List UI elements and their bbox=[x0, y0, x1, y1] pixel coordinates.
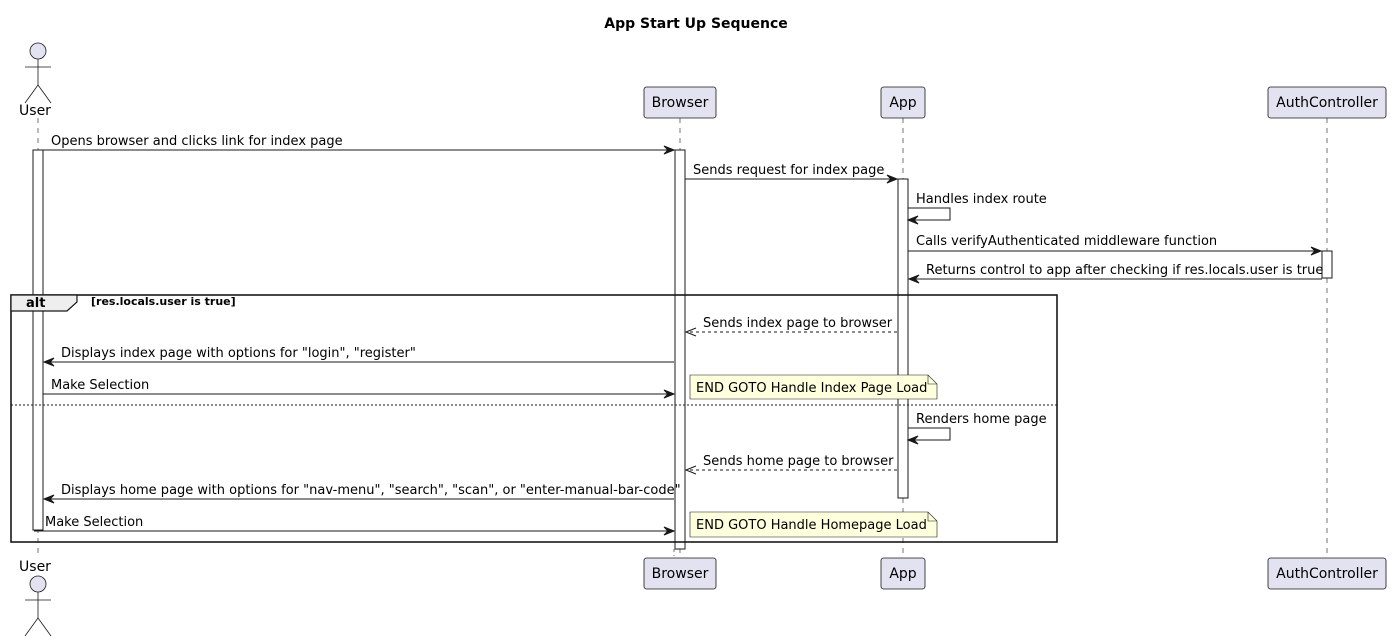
arrow-head bbox=[907, 274, 920, 284]
activation-bar-app bbox=[897, 178, 909, 499]
message-label: Sends home page to browser bbox=[703, 454, 894, 469]
arrow-head bbox=[906, 435, 919, 445]
arrow-head bbox=[1310, 246, 1323, 256]
arrow-head bbox=[663, 526, 676, 536]
note-text: END GOTO Handle Index Page Load bbox=[696, 381, 927, 396]
message-label: Displays index page with options for "lo… bbox=[61, 346, 416, 361]
activation-bar-browser bbox=[674, 149, 686, 550]
arrow-head bbox=[684, 327, 697, 337]
alt-fragment-tab bbox=[10, 294, 78, 312]
message-arrow bbox=[908, 207, 951, 221]
alt-operator: alt bbox=[26, 296, 45, 311]
note-fold bbox=[927, 512, 937, 522]
participant-box-app bbox=[880, 86, 926, 119]
note-fold bbox=[927, 375, 937, 385]
alt-fragment bbox=[10, 294, 1058, 543]
participant-label: AuthController bbox=[1276, 566, 1378, 582]
activation-bar-auth bbox=[1321, 250, 1333, 279]
message-label: Handles index route bbox=[916, 192, 1047, 207]
participant-box-browser bbox=[643, 86, 717, 119]
actor-foot bbox=[24, 575, 52, 637]
participant-label: App bbox=[889, 566, 916, 582]
arrow-head bbox=[886, 174, 899, 184]
arrow-head bbox=[42, 357, 55, 367]
participant-box-auth bbox=[1267, 557, 1387, 590]
alt-condition: [res.locals.user is true] bbox=[91, 295, 236, 308]
message-label: Displays home page with options for "nav… bbox=[61, 483, 681, 498]
participant-label: App bbox=[889, 95, 916, 111]
message-label: Make Selection bbox=[45, 515, 143, 530]
message-label: Renders home page bbox=[916, 412, 1047, 427]
message-arrow bbox=[908, 427, 951, 441]
participant-label: User bbox=[19, 559, 51, 575]
participant-box-app bbox=[880, 557, 926, 590]
activation-bar-user bbox=[32, 149, 44, 531]
message-label: Opens browser and clicks link for index … bbox=[51, 134, 343, 149]
actor-head bbox=[24, 42, 52, 104]
note-box bbox=[689, 374, 938, 400]
arrow-head bbox=[663, 145, 676, 155]
participant-label: AuthController bbox=[1276, 95, 1378, 111]
arrow-head bbox=[42, 494, 55, 504]
message-label: Returns control to app after checking if… bbox=[926, 263, 1323, 278]
message-label: Sends index page to browser bbox=[703, 316, 893, 331]
note-box bbox=[689, 511, 938, 538]
message-label: Calls verifyAuthenticated middleware fun… bbox=[916, 234, 1217, 249]
arrow-head bbox=[684, 465, 697, 475]
participant-box-browser bbox=[643, 557, 717, 590]
note-text: END GOTO Handle Homepage Load bbox=[696, 518, 927, 533]
diagram-title: App Start Up Sequence bbox=[604, 16, 788, 32]
message-label: Make Selection bbox=[51, 378, 149, 393]
participant-label: Browser bbox=[652, 95, 709, 111]
participant-label: User bbox=[19, 103, 51, 119]
arrow-head bbox=[663, 389, 676, 399]
arrow-head bbox=[906, 215, 919, 225]
participant-label: Browser bbox=[652, 566, 709, 582]
message-label: Sends request for index page bbox=[693, 163, 884, 178]
participant-box-auth bbox=[1267, 86, 1387, 119]
